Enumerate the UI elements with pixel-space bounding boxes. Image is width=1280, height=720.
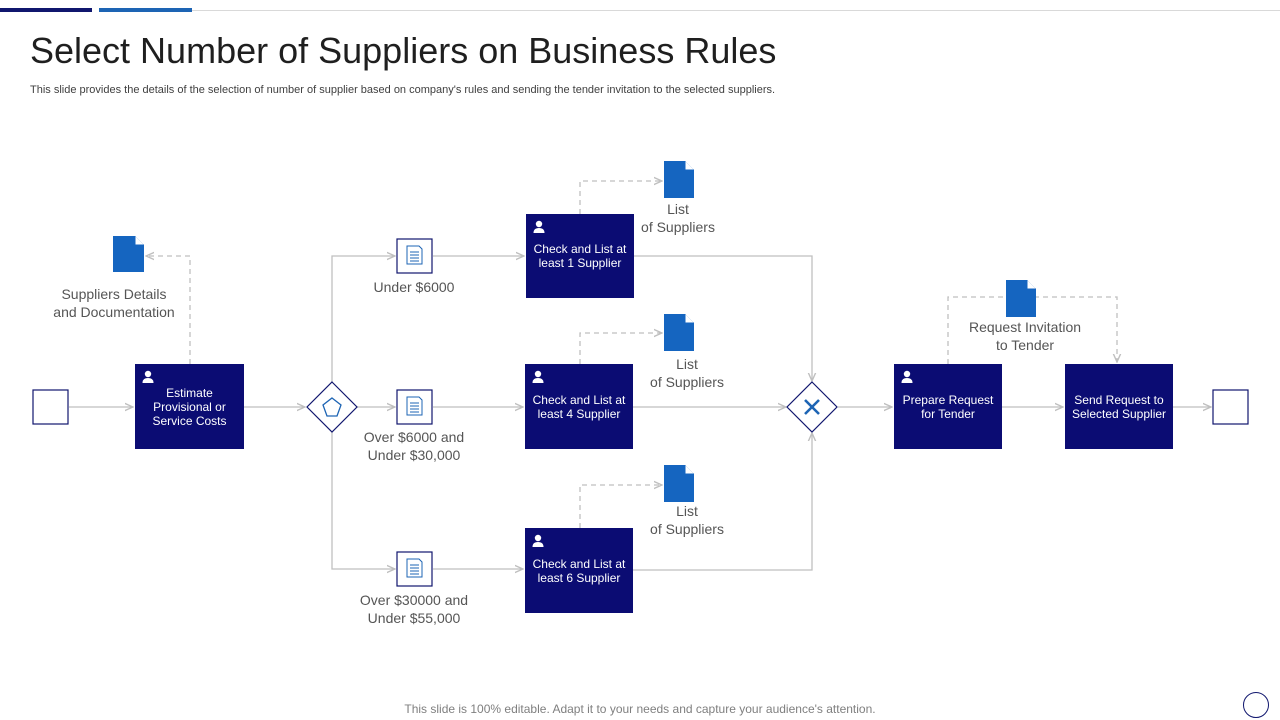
x-gateway-icon (786, 381, 838, 433)
person-icon (533, 220, 545, 233)
condition-doc-icon (396, 238, 433, 274)
task-check-4-supplier: Check and List at least 4 Supplier (525, 364, 633, 449)
header-rule (192, 10, 1280, 11)
task-label: Check and List at least 6 Supplier (532, 556, 626, 585)
page-title: Select Number of Suppliers on Business R… (30, 30, 777, 71)
condition-doc-icon (396, 551, 433, 587)
corner-circle-icon (1243, 692, 1269, 718)
condition-doc-icon (396, 389, 433, 425)
document-icon (113, 236, 144, 272)
label-suppliers-details: Suppliers Details and Documentation (53, 286, 175, 320)
person-icon (532, 534, 544, 547)
document-icon (664, 161, 694, 198)
task-label: Send Request to Selected Supplier (1071, 392, 1167, 421)
person-icon (532, 370, 544, 383)
accent-bar-light (99, 8, 192, 12)
task-send-request: Send Request to Selected Supplier (1065, 364, 1173, 449)
data-associations (146, 181, 1117, 528)
document-icon (664, 314, 694, 351)
label-over-6000: Over $6000 and Under $30,000 (363, 429, 465, 463)
task-label: Check and List at least 4 Supplier (532, 392, 626, 421)
end-event-icon (1212, 389, 1249, 425)
label-over-30000: Over $30000 and Under $55,000 (359, 592, 469, 626)
start-event-icon (32, 389, 69, 425)
task-prepare-request: Prepare Request for Tender (894, 364, 1002, 449)
footer-note: This slide is 100% editable. Adapt it to… (404, 702, 876, 716)
person-icon (142, 370, 154, 383)
task-label: Estimate Provisional or Service Costs (152, 385, 227, 428)
accent-bar-dark (0, 8, 92, 12)
document-icon (664, 465, 694, 502)
sequence-flows (69, 256, 1211, 570)
label-list-suppliers-4: List of Suppliers (650, 356, 724, 390)
task-check-1-supplier: Check and List at least 1 Supplier (526, 214, 634, 298)
label-under-6000: Under $6000 (373, 279, 455, 295)
page-subtitle: This slide provides the details of the s… (30, 84, 776, 96)
assoc-estimate-details (146, 256, 191, 364)
label-list-suppliers-1: List of Suppliers (641, 201, 715, 235)
flow-gateway-under6000 (331, 256, 395, 382)
task-label: Check and List at least 1 Supplier (533, 242, 627, 270)
assoc-check1-list (579, 181, 662, 214)
person-icon (901, 370, 913, 383)
flow-check1-join (634, 255, 812, 381)
pentagon-gateway-icon (306, 381, 358, 433)
assoc-check4-list (579, 333, 662, 364)
label-list-suppliers-6: List of Suppliers (650, 503, 724, 537)
flow-gateway-over30000 (331, 432, 395, 569)
task-estimate-costs: Estimate Provisional or Service Costs (135, 364, 244, 449)
flow-check6-join (633, 433, 812, 571)
task-check-6-supplier: Check and List at least 6 Supplier (525, 528, 633, 613)
label-request-invitation: Request Invitation to Tender (968, 319, 1082, 353)
task-label: Prepare Request for Tender (902, 392, 994, 421)
document-icon (1006, 280, 1036, 317)
